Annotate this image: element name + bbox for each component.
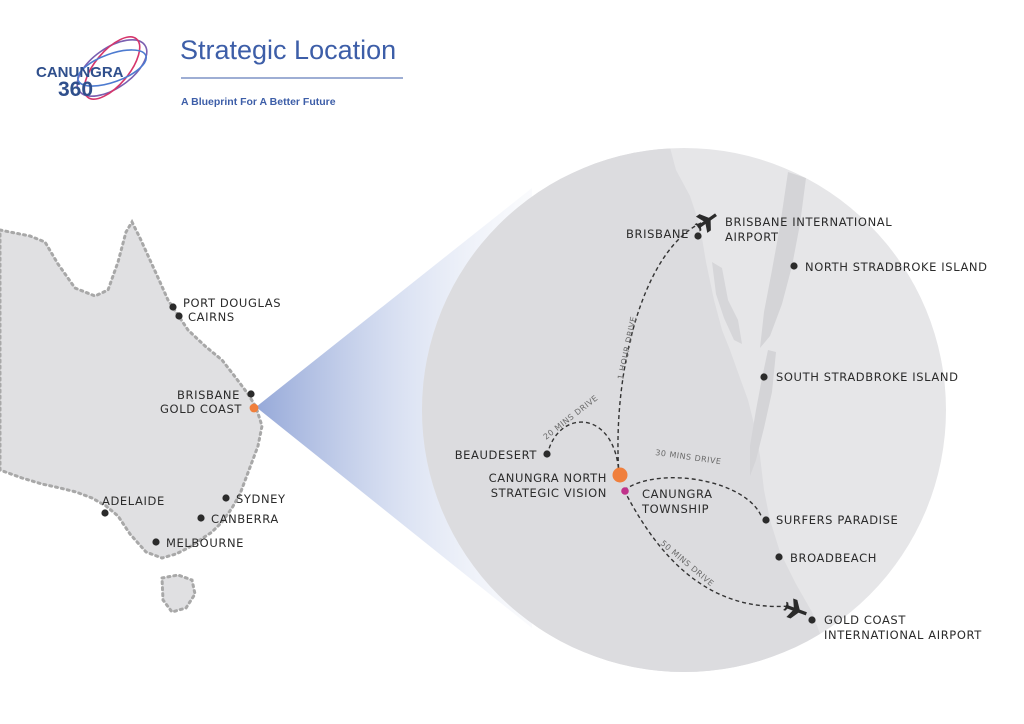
detail-circle [422,148,946,672]
canungra-township-marker [621,487,629,495]
melbourne-marker [152,538,160,546]
cairns-marker [175,312,183,320]
broadbeach-marker [775,553,783,561]
label-cairns: CAIRNS [188,310,235,324]
north-stradbroke-marker [790,262,798,270]
gold-coast-marker [249,403,259,413]
label-brisbane-airport-1: BRISBANE INTERNATIONAL [725,215,892,229]
canungra-north-marker [612,467,628,483]
logo-swoosh-icon [76,36,148,100]
label-melbourne: MELBOURNE [166,536,244,550]
north-stradbroke-island [760,172,806,348]
adelaide-marker [101,509,109,517]
australia-mainland [0,218,264,560]
australia-markers [101,303,259,546]
airplane-icon [694,213,717,233]
label-surfers-paradise: SURFERS PARADISE [776,513,898,527]
brisbane-marker [247,390,255,398]
tasmania [160,573,197,614]
label-gold-coast-airport-1: GOLD COAST [824,613,906,627]
label-brisbane-airport-2: AIRPORT [725,230,779,244]
label-canungra-township-1: CANUNGRA [642,487,713,501]
airplane-icon [783,598,807,619]
label-sydney: SYDNEY [236,492,286,506]
label-south-stradbroke: SOUTH STRADBROKE ISLAND [776,370,959,384]
south-stradbroke-island [750,350,776,476]
surfers-paradise-marker [762,516,770,524]
route-to-gold-coast-airport [623,489,791,608]
logo: CANUNGRA 360 [36,36,148,101]
label-gold-coast-airport-2: INTERNATIONAL AIRPORT [824,628,982,642]
label-adelaide: ADELAIDE [102,494,165,508]
routes [547,221,791,608]
port-douglas-marker [169,303,177,311]
south-stradbroke-marker [760,373,768,381]
label-port-douglas: PORT DOUGLAS [183,296,281,310]
page-subtitle: A Blueprint For A Better Future [181,96,336,108]
label-north-stradbroke: NORTH STRADBROKE ISLAND [805,260,988,274]
label-detail-brisbane: BRISBANE [626,227,689,241]
logo-number: 360 [58,78,93,101]
moreton-bay-islands [712,262,742,344]
label-gold-coast: GOLD COAST [160,402,242,416]
page-title: Strategic Location [180,35,396,65]
canberra-marker [197,514,205,522]
australia-map [0,218,264,614]
label-brisbane: BRISBANE [177,388,240,402]
gold-coast-airport-marker [808,616,816,624]
label-broadbeach: BROADBEACH [790,551,877,565]
label-canungra-township-2: TOWNSHIP [641,502,709,516]
sydney-marker [222,494,230,502]
route-to-beaudesert [547,421,620,476]
logo-word: CANUNGRA [36,64,124,81]
route-to-brisbane [617,221,704,476]
brisbane-detail-marker [694,232,702,240]
label-beaudesert: BEAUDESERT [455,448,538,462]
label-canungra-north-2: STRATEGIC VISION [491,486,607,500]
label-canberra: CANBERRA [211,512,279,526]
beaudesert-marker [543,450,551,458]
label-canungra-north-1: CANUNGRA NORTH [489,471,607,485]
detail-markers [543,232,816,624]
mainland-region [422,148,840,672]
route-to-surfers [623,477,763,519]
